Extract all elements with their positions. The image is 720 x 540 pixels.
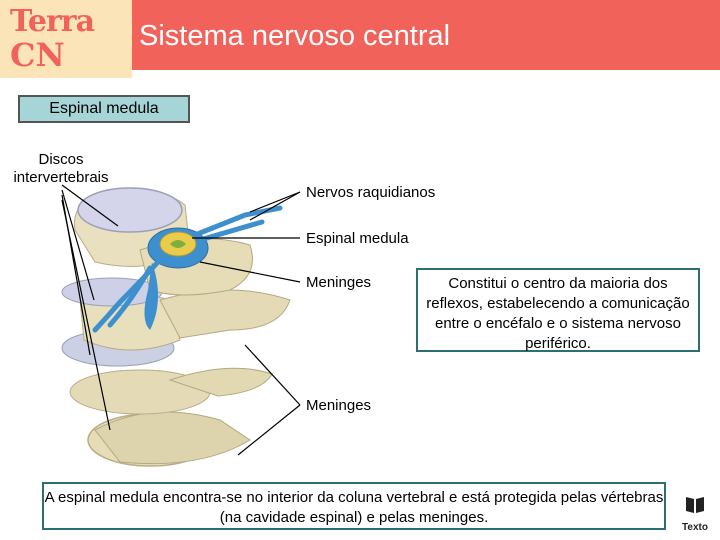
label-espinal-medula: Espinal medula <box>306 230 409 247</box>
label-nervos-raquidianos: Nervos raquidianos <box>306 184 436 201</box>
logo-line1: Terra <box>10 4 95 39</box>
leader-lines <box>61 184 301 456</box>
label-meninges-lower: Meninges <box>306 397 372 414</box>
bottom-caption: A espinal medula encontra-se no interior… <box>42 482 666 530</box>
logo-line2: CN <box>10 36 65 74</box>
texto-publisher-logo: Texto <box>678 495 712 533</box>
info-box: Constitui o centro da maioria dos reflex… <box>416 268 700 352</box>
label-discos-intervertebrais: Discos intervertebrais <box>13 151 109 186</box>
terra-cn-logo: Terra CN <box>0 0 132 78</box>
label-meninges-upper: Meninges <box>306 274 372 291</box>
page-title: Sistema nervoso central <box>139 20 451 52</box>
book-icon <box>686 497 704 513</box>
section-tag: Espinal medula <box>18 95 190 123</box>
vertebra-lower <box>69 367 273 467</box>
publisher-name: Texto <box>682 522 708 533</box>
